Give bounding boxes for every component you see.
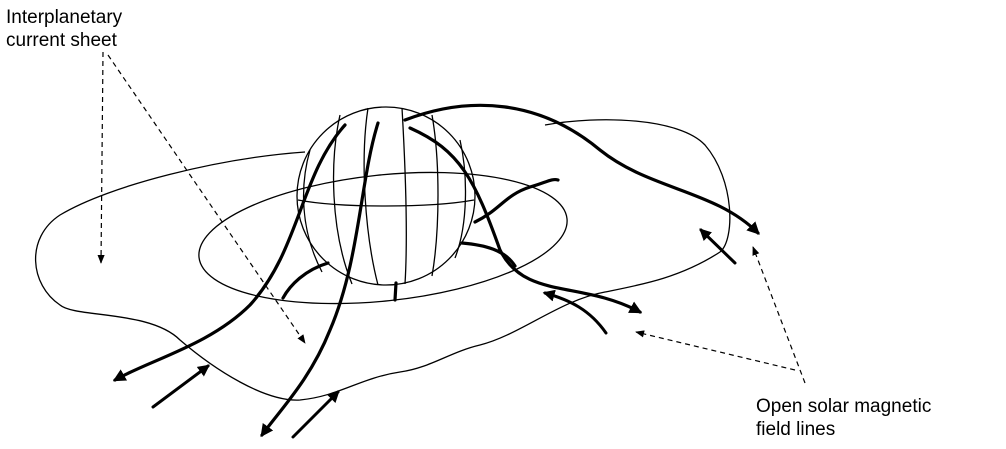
arrow-in-4 — [701, 230, 735, 263]
arrow-in-2 — [293, 392, 338, 437]
field-line-8 — [395, 283, 396, 300]
pointer-lines-2 — [753, 247, 805, 383]
arrow-in-1 — [153, 366, 208, 407]
field-line-2 — [262, 123, 378, 435]
current-sheet-inner — [192, 156, 573, 320]
field-line-5 — [475, 180, 558, 222]
current-sheet-outer — [36, 120, 730, 400]
field-line-1 — [115, 125, 345, 380]
field-line-7 — [283, 263, 328, 298]
arrow-in-3 — [545, 293, 606, 333]
pointer-lines-1 — [636, 332, 795, 370]
sun-sphere — [297, 107, 475, 285]
pointer-sheet-1 — [101, 52, 103, 263]
field-line-3 — [405, 105, 758, 233]
